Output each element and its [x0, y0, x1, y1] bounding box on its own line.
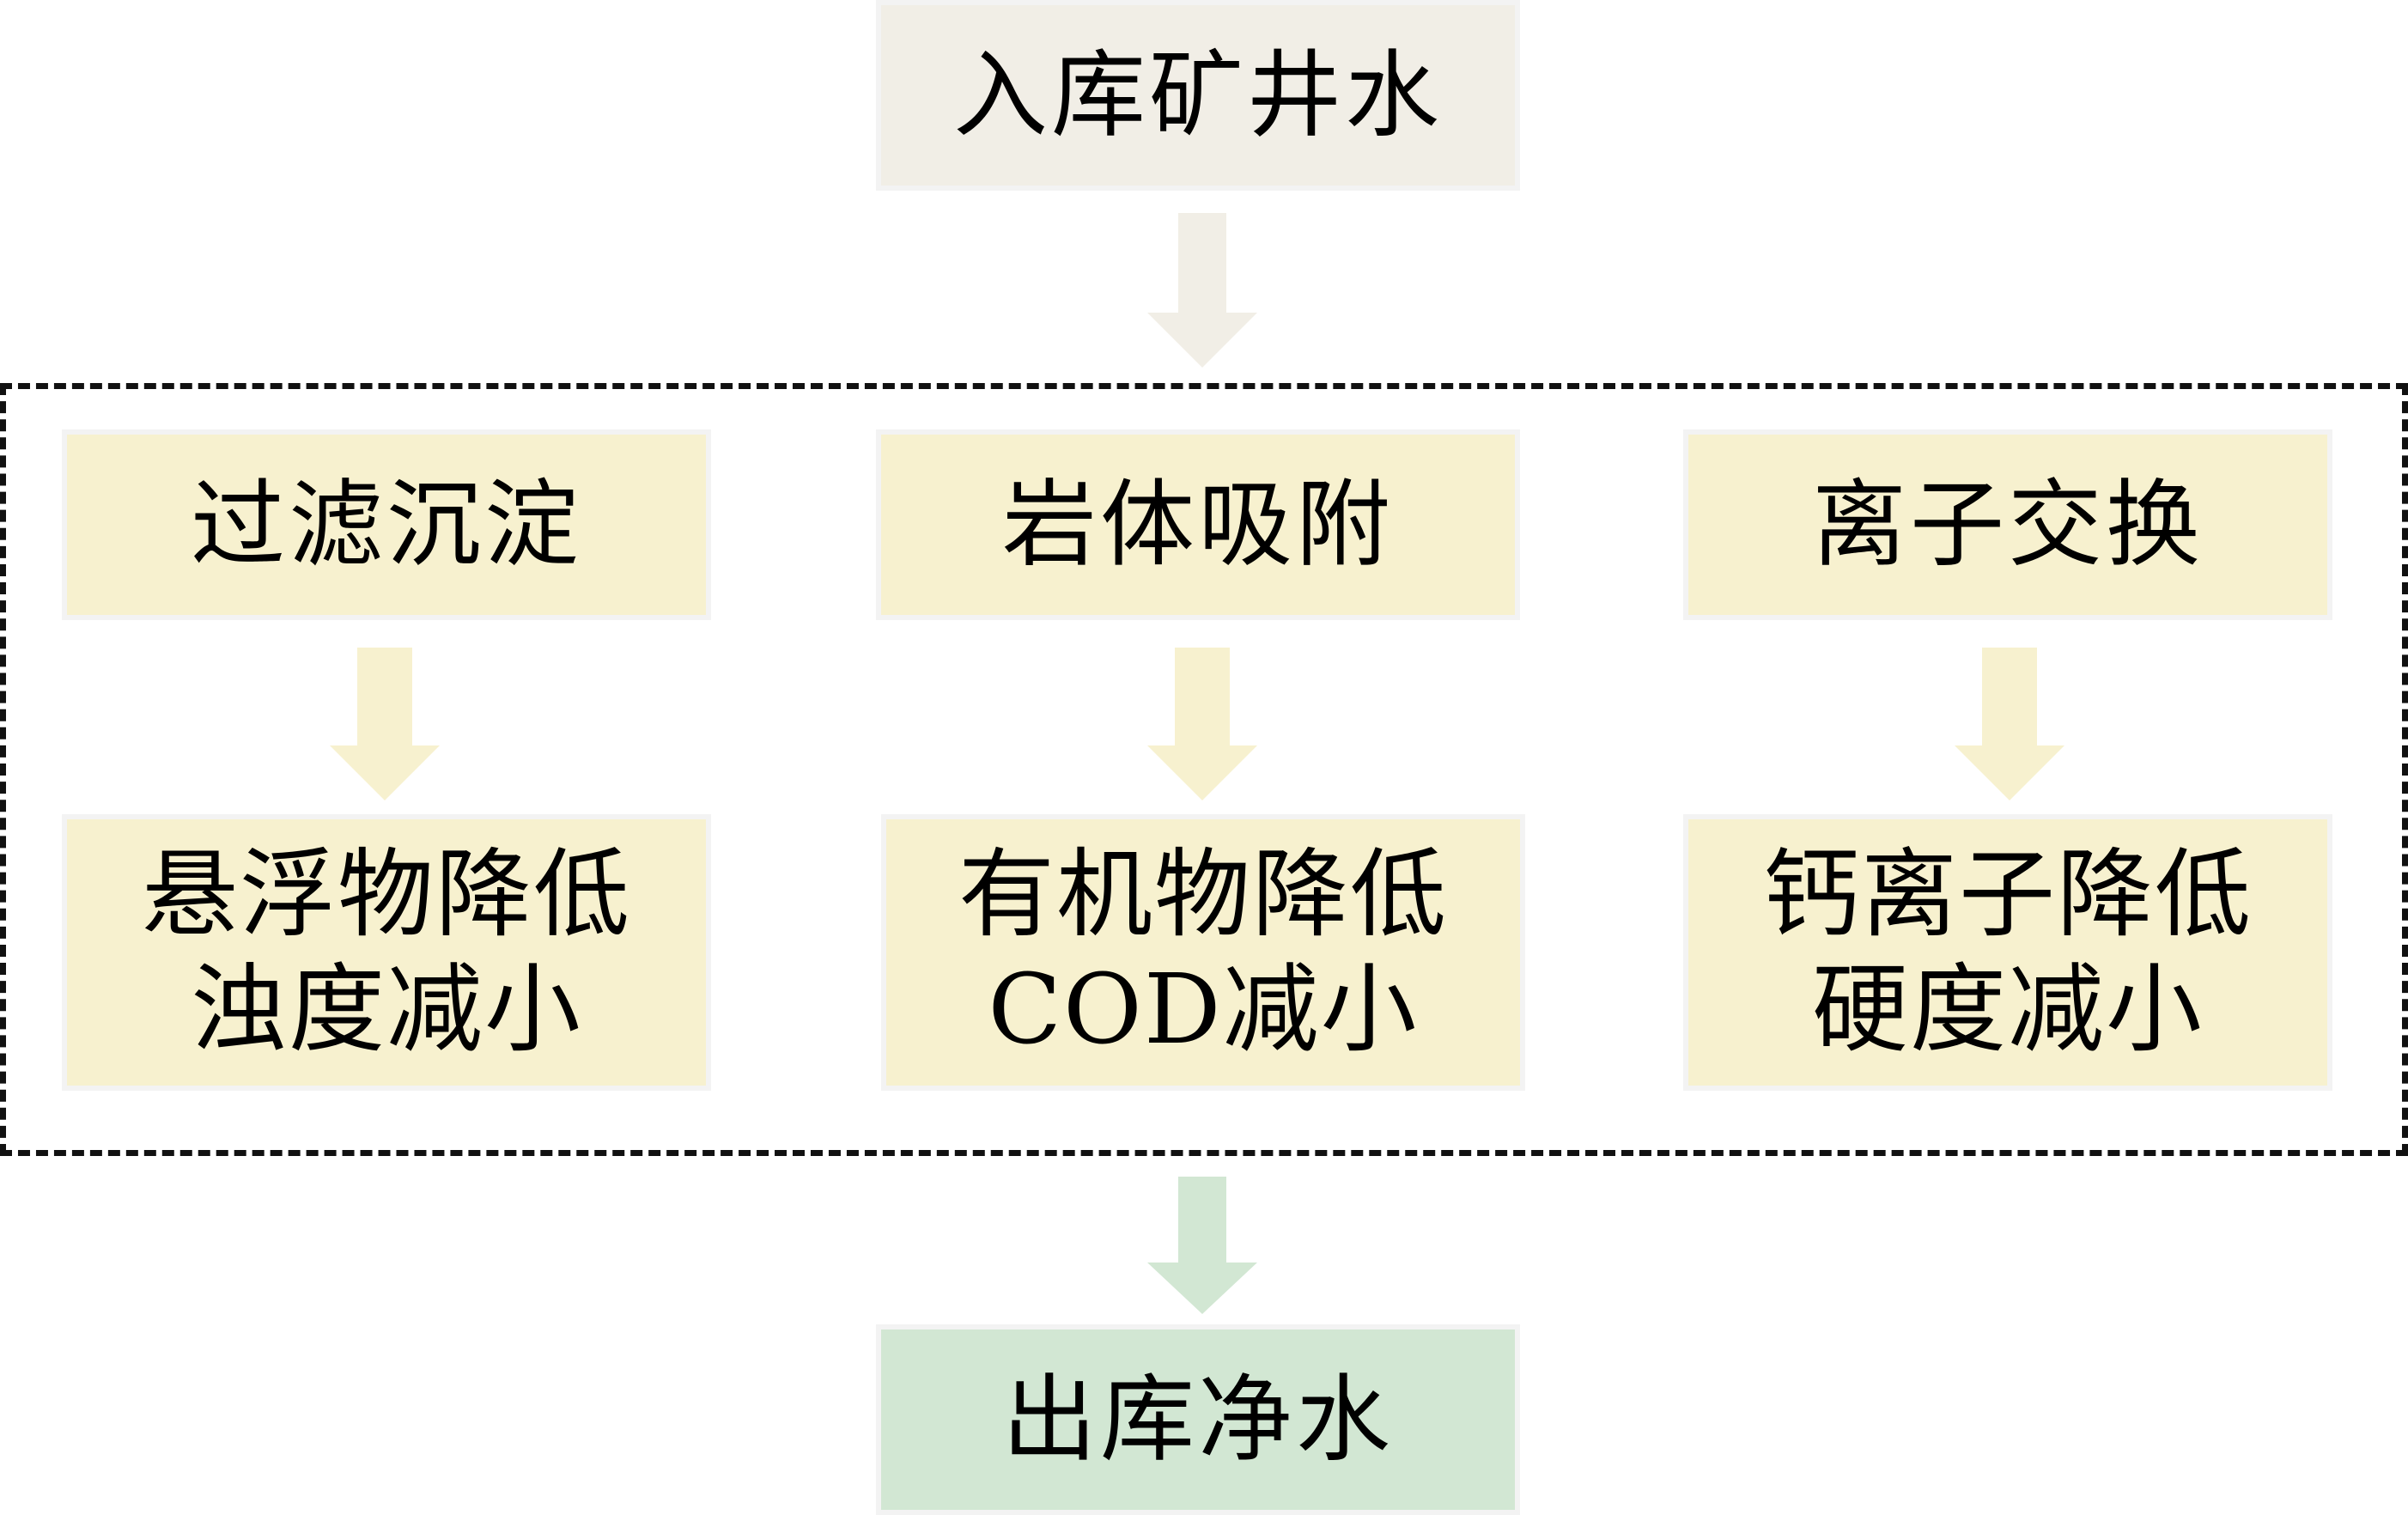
- effect-line: 浊度减小: [191, 954, 582, 1066]
- effect-line: 有机物降低: [958, 838, 1448, 951]
- output-node-label: 出库净水: [1002, 1365, 1394, 1475]
- process-down-arrow: [1955, 648, 2064, 800]
- input-node-label: 入库矿井水: [953, 40, 1443, 150]
- input-node: 入库矿井水: [876, 0, 1520, 191]
- effect-line: COD减小: [988, 954, 1419, 1066]
- output-node: 出库净水: [876, 1324, 1520, 1515]
- effect-node-ion-exchange: 钙离子降低 硬度减小: [1683, 814, 2332, 1091]
- process-node-label: 过滤沉淀: [191, 470, 582, 580]
- process-node-filtration: 过滤沉淀: [62, 429, 711, 620]
- effect-node-rock-adsorption: 有机物降低 COD减小: [881, 814, 1525, 1091]
- input-down-arrow: [1147, 213, 1257, 368]
- process-node-label: 岩体吸附: [1002, 470, 1394, 580]
- output-down-arrow: [1147, 1177, 1257, 1314]
- process-node-label: 离子交换: [1812, 470, 2204, 580]
- effect-node-filtration: 悬浮物降低 浊度减小: [62, 814, 711, 1091]
- process-down-arrow: [330, 648, 440, 800]
- treatment-stage-frame: [0, 383, 2408, 1156]
- effect-line: 悬浮物降低: [142, 838, 631, 951]
- process-node-rock-adsorption: 岩体吸附: [876, 429, 1520, 620]
- process-down-arrow: [1147, 648, 1257, 800]
- effect-line: 钙离子降低: [1763, 838, 2253, 951]
- effect-line: 硬度减小: [1812, 954, 2204, 1066]
- process-node-ion-exchange: 离子交换: [1683, 429, 2332, 620]
